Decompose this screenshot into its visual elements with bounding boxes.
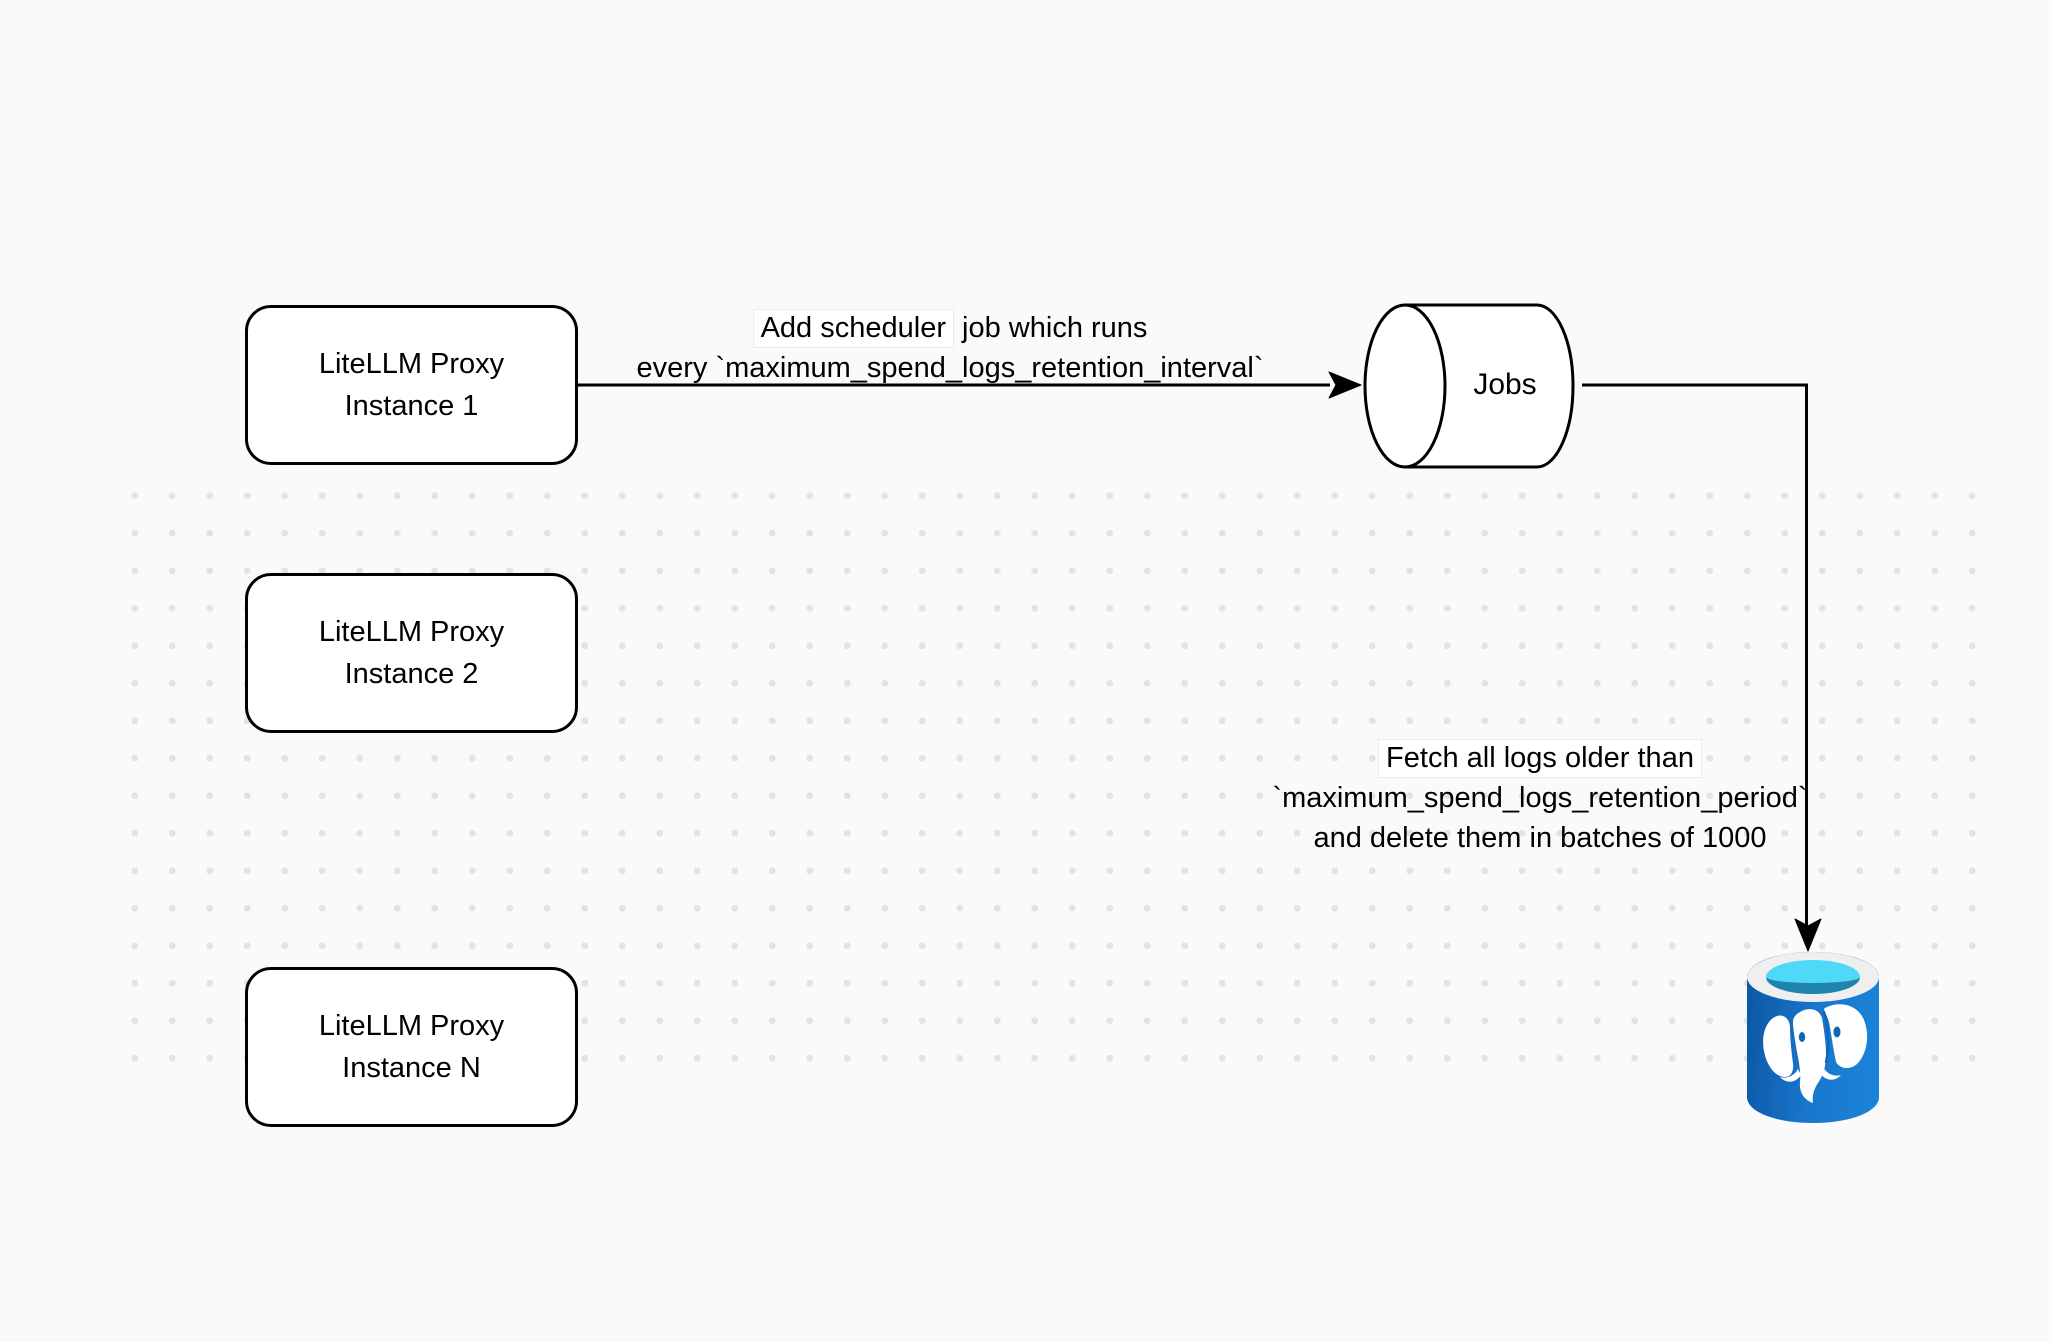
node-litellm-proxy-instance-2: LiteLLM Proxy Instance 2 xyxy=(245,573,578,733)
postgres-elephant-eyes xyxy=(1798,1026,1841,1042)
node-label-line: LiteLLM Proxy xyxy=(318,616,505,648)
edge-label-line1-rest: job which runs xyxy=(962,312,1148,344)
edge-label-line1: Fetch all logs older than xyxy=(1230,738,1850,778)
postgres-elephant-ear-line xyxy=(1822,1010,1830,1064)
edge-label-line1: Add scheduler job which runs xyxy=(600,308,1300,348)
node-litellm-proxy-instance-1: LiteLLM Proxy Instance 1 xyxy=(245,305,578,465)
postgresql-database-icon xyxy=(1747,952,1879,1123)
node-label-line: LiteLLM Proxy xyxy=(318,1010,505,1042)
arrowhead-into-postgres xyxy=(1794,918,1822,952)
postgres-inner-shadow xyxy=(1766,977,1860,994)
edge-label-highlight: Fetch all logs older than xyxy=(1378,739,1702,778)
edge-label-line2: every `maximum_spend_logs_retention_inte… xyxy=(636,352,1264,384)
node-label-line: Instance 1 xyxy=(344,390,479,422)
edge-label-fetch-delete: Fetch all logs older than `maximum_spend… xyxy=(1230,738,1850,858)
node-label-line: LiteLLM Proxy xyxy=(318,348,505,380)
edge-label-highlight: Add scheduler xyxy=(752,309,954,348)
jobs-node-label: Jobs xyxy=(1473,368,1537,401)
edge-label-line2: `maximum_spend_logs_retention_period` xyxy=(1272,782,1808,814)
node-litellm-proxy-instance-n: LiteLLM Proxy Instance N xyxy=(245,967,578,1127)
edge-label-line3: and delete them in batches of 1000 xyxy=(1313,822,1767,854)
edge-label-add-scheduler: Add scheduler job which runs every `maxi… xyxy=(600,308,1300,388)
node-label-line: Instance N xyxy=(342,1052,481,1084)
node-label-line: Instance 2 xyxy=(344,658,479,690)
queue-cylinder-icon xyxy=(1363,303,1575,469)
arrowhead-into-jobs xyxy=(1328,371,1362,399)
